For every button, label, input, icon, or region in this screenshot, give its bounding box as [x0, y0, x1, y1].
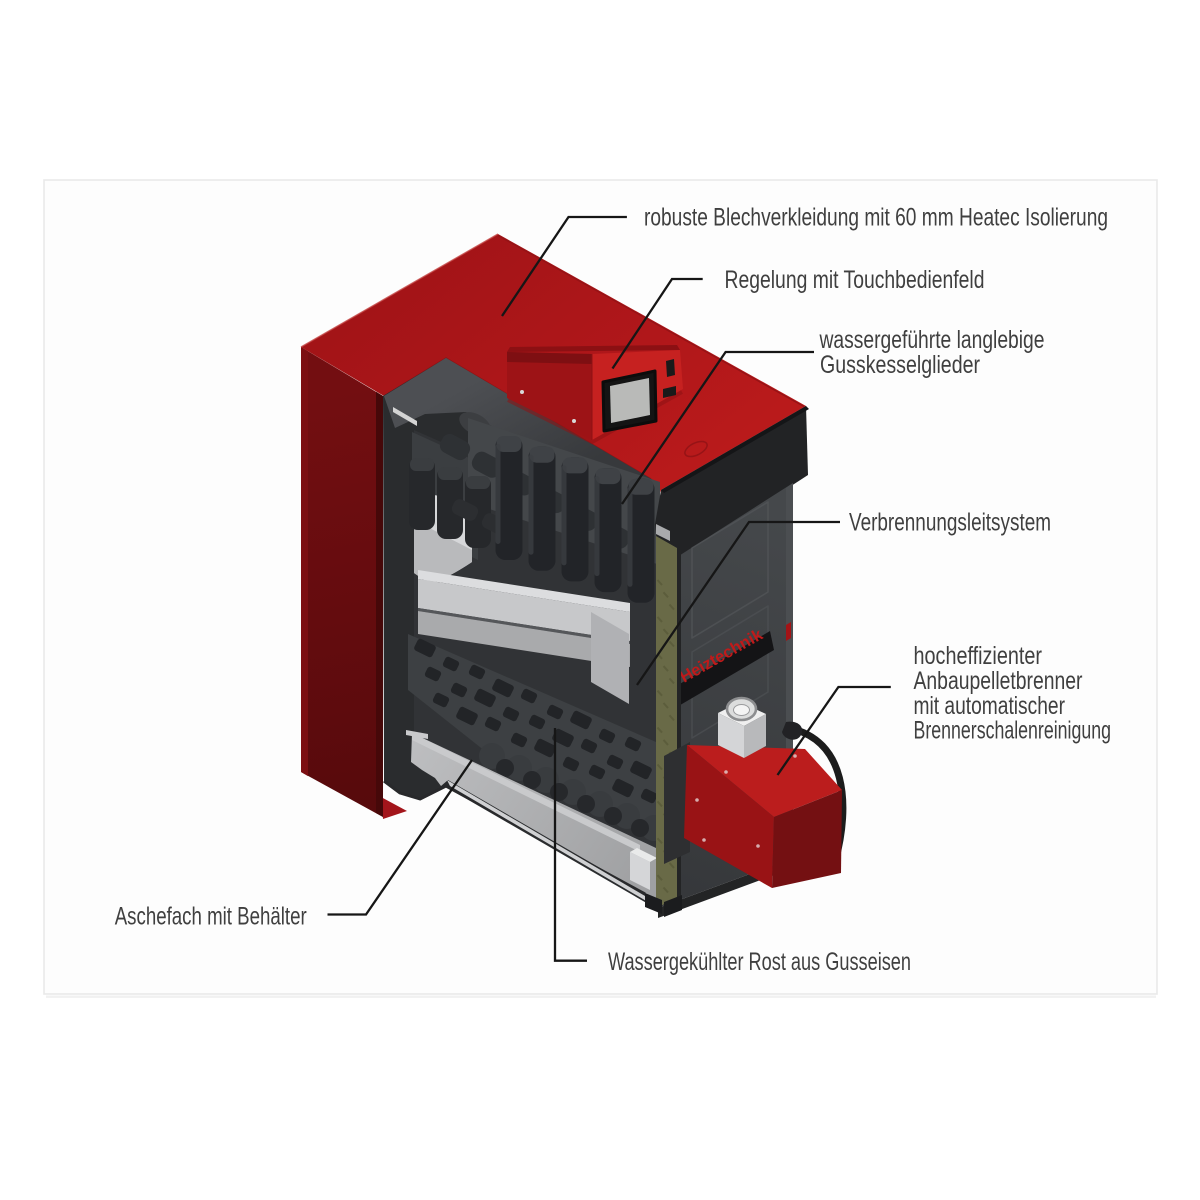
svg-text:Aschefach mit Behälter: Aschefach mit Behälter — [115, 903, 307, 931]
svg-text:hocheffizienter: hocheffizienter — [914, 642, 1043, 670]
svg-text:Verbrennungsleitsystem: Verbrennungsleitsystem — [849, 509, 1051, 537]
svg-text:Gusskesselglieder: Gusskesselglieder — [820, 351, 980, 379]
svg-text:Anbaupelletbrenner: Anbaupelletbrenner — [914, 667, 1083, 695]
svg-text:Brennerschalenreinigung: Brennerschalenreinigung — [914, 717, 1112, 745]
svg-text:Regelung mit Touchbedienfeld: Regelung mit Touchbedienfeld — [725, 266, 985, 294]
svg-text:mit automatischer: mit automatischer — [914, 692, 1066, 720]
svg-text:robuste Blechverkleidung mit 6: robuste Blechverkleidung mit 60 mm Heate… — [644, 204, 1108, 232]
svg-text:Wassergekühlter Rost aus Gusse: Wassergekühlter Rost aus Gusseisen — [608, 948, 911, 976]
svg-text:wassergeführte langlebige: wassergeführte langlebige — [819, 326, 1045, 354]
